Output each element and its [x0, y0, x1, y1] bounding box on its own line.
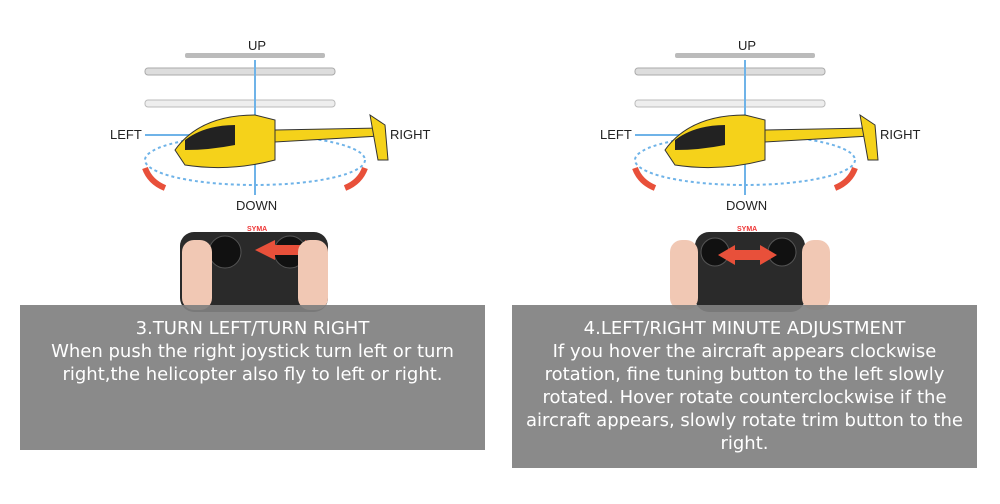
- caption-body: If you hover the aircraft appears clockw…: [526, 341, 963, 454]
- left-joystick: [208, 235, 242, 269]
- panel-minute-adjustment: UP LEFT RIGHT DOWN SYMA 4.LEFT/RIGHT MIN…: [490, 0, 990, 504]
- controller-brand: SYMA: [737, 226, 758, 233]
- cockpit: [675, 125, 725, 150]
- upper-rotor-blur: [144, 67, 336, 76]
- right-joystick: [767, 237, 797, 267]
- lower-rotor: [634, 99, 826, 108]
- upper-rotor: [675, 53, 815, 58]
- label-right: RIGHT: [390, 127, 431, 142]
- right-hand: [298, 240, 328, 310]
- label-up: UP: [738, 38, 757, 53]
- trim-arrow: [718, 245, 777, 265]
- rotate-left-arrow: [142, 166, 167, 191]
- upper-rotor-blur: [634, 67, 826, 76]
- tail-fin: [369, 113, 389, 161]
- caption-box: 3.TURN LEFT/TURN RIGHT When push the rig…: [20, 305, 485, 450]
- right-hand: [802, 240, 830, 310]
- helicopter-illustration: [632, 53, 879, 312]
- label-down: DOWN: [726, 198, 768, 213]
- tail-fin: [859, 113, 879, 161]
- rotate-left-arrow: [632, 166, 657, 191]
- helicopter-illustration: [142, 53, 389, 312]
- panel-turn-left-right: UP LEFT RIGHT DOWN SYMA 3.TURN LEFT/TURN…: [20, 38, 485, 450]
- upper-rotor: [185, 53, 325, 58]
- label-left: LEFT: [600, 127, 632, 142]
- tail-boom: [274, 127, 381, 143]
- lower-rotor: [144, 99, 336, 108]
- label-left: LEFT: [110, 127, 142, 142]
- rotate-right-arrow: [343, 166, 368, 191]
- left-hand: [182, 240, 212, 310]
- controller-brand: SYMA: [247, 226, 268, 233]
- tail-boom: [764, 127, 871, 143]
- label-up: UP: [248, 38, 267, 53]
- caption-body: When push the right joystick turn left o…: [51, 341, 454, 385]
- left-hand: [670, 240, 698, 310]
- caption-box: 4.LEFT/RIGHT MINUTE ADJUSTMENT If you ho…: [512, 305, 977, 468]
- rotate-right-arrow: [833, 166, 858, 191]
- caption-title: 3.TURN LEFT/TURN RIGHT: [135, 318, 370, 339]
- label-down: DOWN: [236, 198, 278, 213]
- cockpit: [185, 125, 235, 150]
- label-right: RIGHT: [880, 127, 921, 142]
- caption-title: 4.LEFT/RIGHT MINUTE ADJUSTMENT: [583, 318, 906, 339]
